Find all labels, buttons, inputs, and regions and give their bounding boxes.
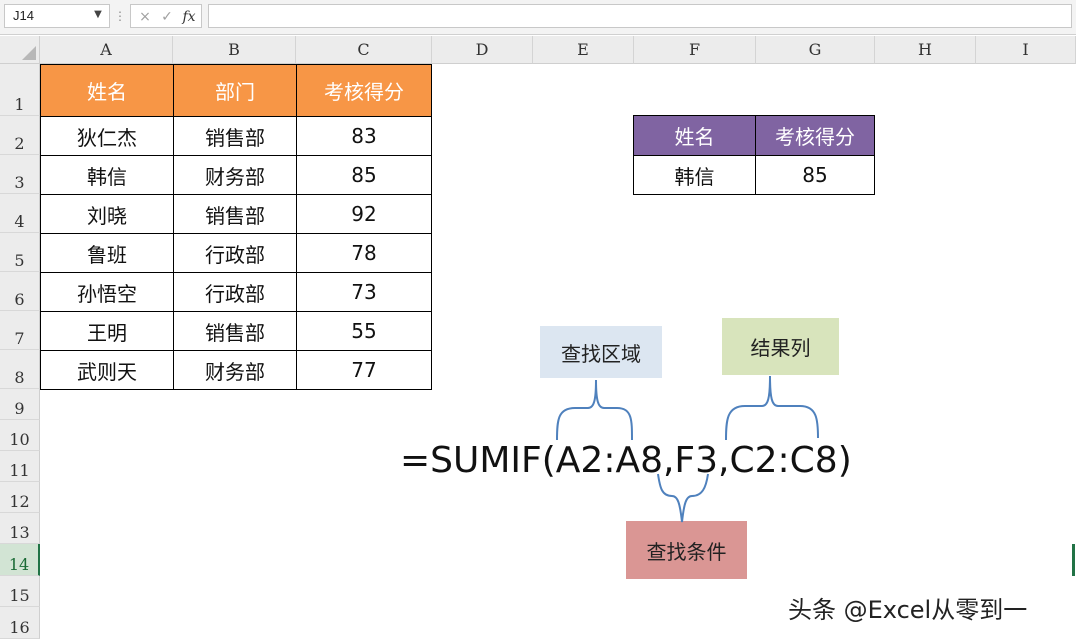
result-label-box[interactable]: 结果列 (722, 318, 839, 375)
cell-g3[interactable]: 85 (755, 155, 875, 195)
cell-a5[interactable]: 鲁班 (40, 233, 174, 273)
criteria-label-box[interactable]: 查找条件 (626, 521, 747, 579)
cell-b8[interactable]: 财务部 (173, 350, 297, 390)
criteria-brace (657, 473, 709, 523)
column-header-d[interactable]: D (432, 36, 533, 64)
lookup-header-name[interactable]: 姓名 (633, 115, 756, 156)
row-header-6[interactable]: 6 (0, 272, 40, 311)
row-header-5[interactable]: 5 (0, 233, 40, 272)
row-header-10[interactable]: 10 (0, 420, 40, 451)
result-brace (725, 375, 819, 441)
selected-cell-edge (1072, 544, 1075, 576)
column-header-h[interactable]: H (875, 36, 976, 64)
formula-input[interactable] (208, 4, 1072, 28)
range-brace (556, 379, 633, 441)
name-box[interactable]: J14 (4, 4, 110, 28)
watermark: 头条 @Excel从零到一 (788, 596, 1028, 624)
cell-a8[interactable]: 武则天 (40, 350, 174, 390)
row-header-2[interactable]: 2 (0, 116, 40, 155)
column-header-e[interactable]: E (533, 36, 634, 64)
enter-icon[interactable]: ✓ (161, 9, 173, 25)
row-header-1[interactable]: 1 (0, 64, 40, 116)
lookup-header-score[interactable]: 考核得分 (755, 115, 875, 156)
range-label-box[interactable]: 查找区域 (540, 326, 662, 378)
column-header-c[interactable]: C (296, 36, 432, 64)
cancel-icon[interactable]: × (139, 9, 151, 25)
insert-function-icon[interactable]: fx (182, 9, 196, 25)
row-header-15[interactable]: 15 (0, 576, 40, 607)
row-header-8[interactable]: 8 (0, 350, 40, 389)
row-header-3[interactable]: 3 (0, 155, 40, 194)
header-dept[interactable]: 部门 (173, 64, 297, 117)
cell-f3[interactable]: 韩信 (633, 155, 756, 195)
row-header-12[interactable]: 12 (0, 482, 40, 513)
column-header-b[interactable]: B (173, 36, 296, 64)
header-name[interactable]: 姓名 (40, 64, 174, 117)
formula-actions: × ✓ fx (130, 4, 202, 28)
row-header-11[interactable]: 11 (0, 451, 40, 482)
row-header-14[interactable]: 14 (0, 544, 40, 576)
select-all-triangle-icon (22, 46, 36, 60)
row-header-4[interactable]: 4 (0, 194, 40, 233)
row-header-13[interactable]: 13 (0, 513, 40, 544)
formula-annotation: =SUMIF(A2:A8,F3,C2:C8) (400, 440, 852, 481)
row-header-9[interactable]: 9 (0, 389, 40, 420)
chevron-down-icon[interactable]: ▼ (94, 9, 102, 20)
cell-c8[interactable]: 77 (296, 350, 432, 390)
column-header-f[interactable]: F (634, 36, 756, 64)
row-header-7[interactable]: 7 (0, 311, 40, 350)
column-header-g[interactable]: G (756, 36, 875, 64)
column-header-a[interactable]: A (40, 36, 173, 64)
